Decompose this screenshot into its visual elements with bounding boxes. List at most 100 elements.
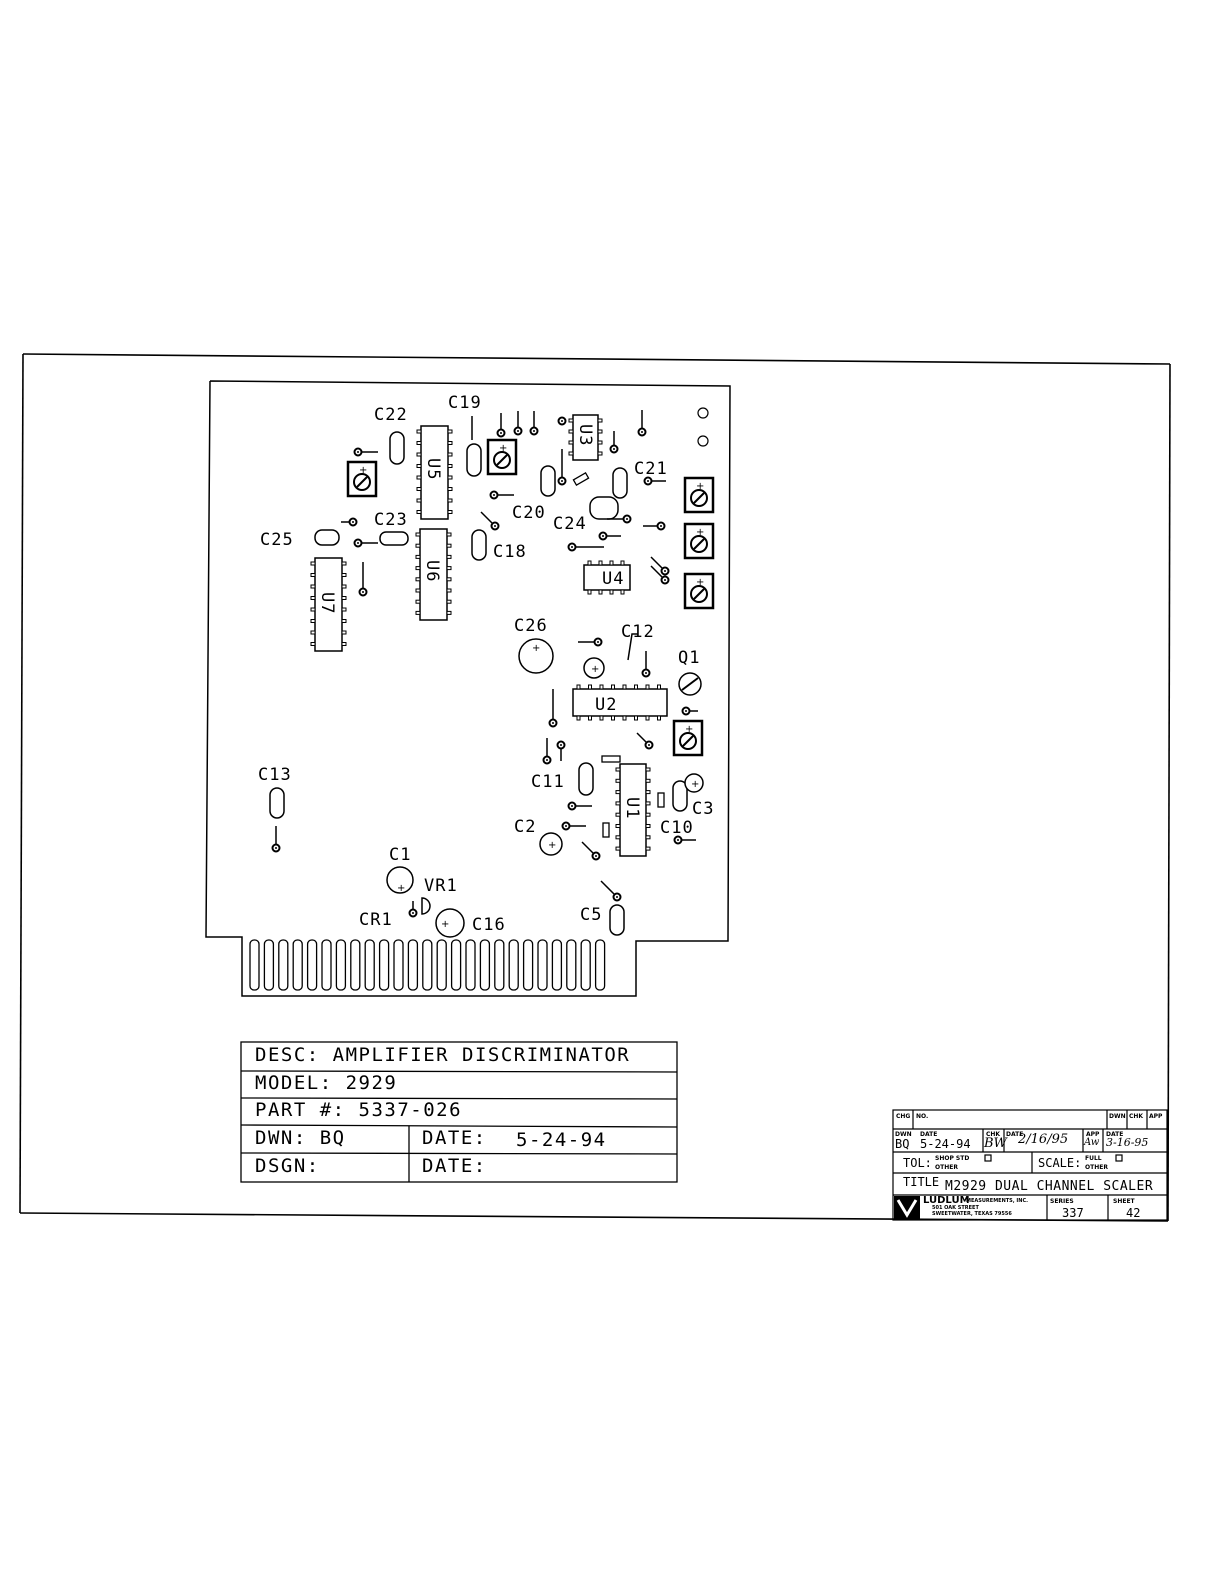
ic-pin [341,584,347,589]
tb-dwn2: DWN [895,1131,912,1138]
ic-pin [615,812,621,817]
ic-u4 [583,564,631,591]
pad [644,740,654,750]
ic-pin [310,561,316,566]
label-c1: C1 [389,845,411,865]
tb-dwn: DWN [1109,1113,1126,1120]
ic-pin [447,441,453,445]
ic-pin [645,684,650,690]
ic-pin [615,778,621,783]
ic-pin [416,441,422,445]
tb-chk: CHK [1129,1113,1144,1120]
ic-pin [415,610,421,615]
pad [593,637,603,647]
ic-pin [609,589,614,595]
svg-text:+: + [548,840,556,851]
ic-pin [416,429,422,434]
ic-pin [599,684,604,690]
connector-finger [551,939,563,991]
ic-pin [341,561,347,566]
pad [358,587,368,597]
label-u6: U6 [422,560,442,582]
label-vr1: VR1 [424,876,458,896]
ic-pin [568,440,574,445]
ic-pin [447,452,453,457]
label-c11: C11 [531,772,565,792]
model-text: MODEL: 2929 [255,1072,398,1094]
ic-pin [341,573,347,577]
ic-pin [615,846,621,851]
connector-finger [321,939,332,991]
pad [673,835,683,845]
svg-text:+: + [691,779,699,790]
ic-pin [568,451,574,456]
ic-pin [568,418,574,423]
ic-pin [657,715,661,721]
ic-pin [310,596,316,600]
pad [548,718,558,728]
tb-title-label: TITLE [903,1175,940,1189]
ic-pin [645,790,651,795]
ic-pin [645,812,651,817]
ic-pin [447,475,453,480]
tb-full: FULL [1085,1155,1102,1162]
label-c12: C12 [621,622,655,642]
tb-other: OTHER [935,1164,958,1171]
tb-address1: 501 OAK STREET [932,1205,979,1211]
tb-chk2: CHK [986,1131,1001,1138]
pad [496,428,506,438]
ic-pin [615,790,621,795]
connector-finger [494,939,505,991]
ic-pin [597,418,603,423]
svg-text:+: + [441,919,449,930]
ic-pin [645,778,651,783]
ic-pin [576,715,581,721]
ic-u2 [572,688,668,717]
label-cr1: CR1 [359,910,393,930]
pad [490,521,500,531]
svg-text:+: + [591,664,599,675]
pad [408,908,418,918]
ic-pin [615,767,621,772]
tb-chg: CHG [896,1113,911,1120]
tb-other2: OTHER [1085,1164,1108,1171]
tb-app: APP [1149,1113,1163,1120]
pad [643,476,653,486]
ic-pin [615,801,621,806]
tb-scale: SCALE: [1038,1156,1082,1170]
pad [542,755,552,765]
ic-pins [310,418,661,851]
ic-pin [446,566,452,571]
ic-pin [615,824,621,828]
pad [557,416,567,426]
pad [353,447,363,457]
connector-finger [479,939,491,991]
label-c20: C20 [512,503,546,523]
svg-text:+: + [532,643,540,654]
q1-mark [681,677,699,691]
cap-c13 [269,787,285,819]
ic-pin [447,487,453,491]
ic-pin [341,607,347,612]
pad [591,851,601,861]
ic-pin [341,630,347,635]
cap-c18 [471,529,487,561]
ic-u7 [314,557,343,652]
connector-finger [566,939,577,991]
svg-text:+: + [397,883,405,894]
connector-finger [450,939,462,991]
tb-app-hand: Aw [1084,1137,1100,1148]
connector-finger [364,939,375,991]
cap-c2 [539,832,563,856]
ic-pin [341,642,347,646]
date-value: 5-24-94 [516,1129,607,1151]
ic-pin [599,715,604,721]
trimpot-lower [672,719,704,757]
cap-c21 [612,467,628,499]
pad [612,892,622,902]
cap-c1 [386,866,414,894]
company-logo [894,1196,920,1219]
pad [513,426,523,436]
pad [660,575,670,585]
